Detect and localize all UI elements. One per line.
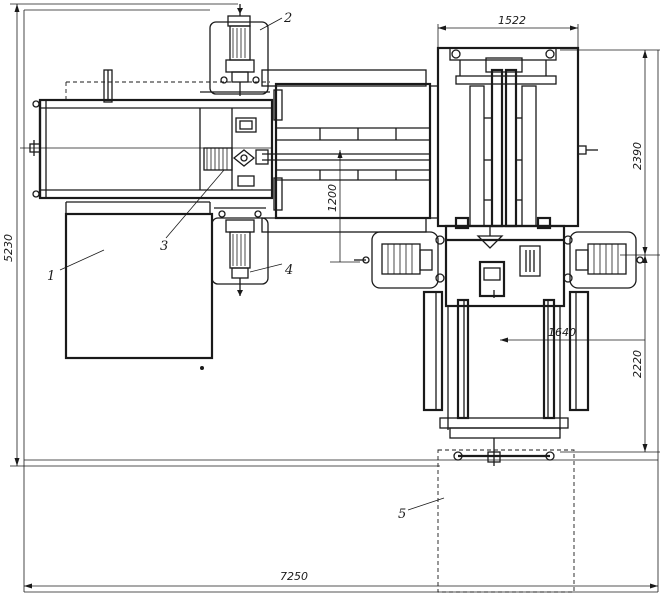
right-gear-block <box>444 216 566 308</box>
center-conveyor <box>255 69 432 233</box>
right-dimensions <box>560 49 660 453</box>
dim-top-width: 1522 <box>498 14 526 27</box>
mid-dimension <box>500 337 645 343</box>
dim-right-upper: 2390 <box>631 142 644 170</box>
dim-center-vertical: 1200 <box>326 184 339 212</box>
left-cylinder-unit <box>20 69 274 200</box>
label-part-3: 3 <box>160 239 168 254</box>
dim-right-lower: 2220 <box>631 350 644 378</box>
part-5-area <box>437 449 575 593</box>
label-part-4: 4 <box>284 263 293 278</box>
top-dimension <box>437 24 579 48</box>
label-part-5: 5 <box>398 507 406 522</box>
label-part-2: 2 <box>283 11 292 26</box>
part-2-motor <box>200 4 270 96</box>
part-4-motor <box>211 207 269 296</box>
dim-overall-height: 5230 <box>2 234 15 262</box>
right-upper-housing <box>429 46 598 228</box>
right-lower-frame <box>422 290 590 466</box>
outer-dimension-frame <box>10 3 659 593</box>
dim-overall-width: 7250 <box>280 570 308 583</box>
label-part-1: 1 <box>47 269 55 284</box>
part-1-block <box>64 201 214 370</box>
leader-lines <box>59 17 445 511</box>
dim-mid-horizontal: 1640 <box>548 326 576 339</box>
